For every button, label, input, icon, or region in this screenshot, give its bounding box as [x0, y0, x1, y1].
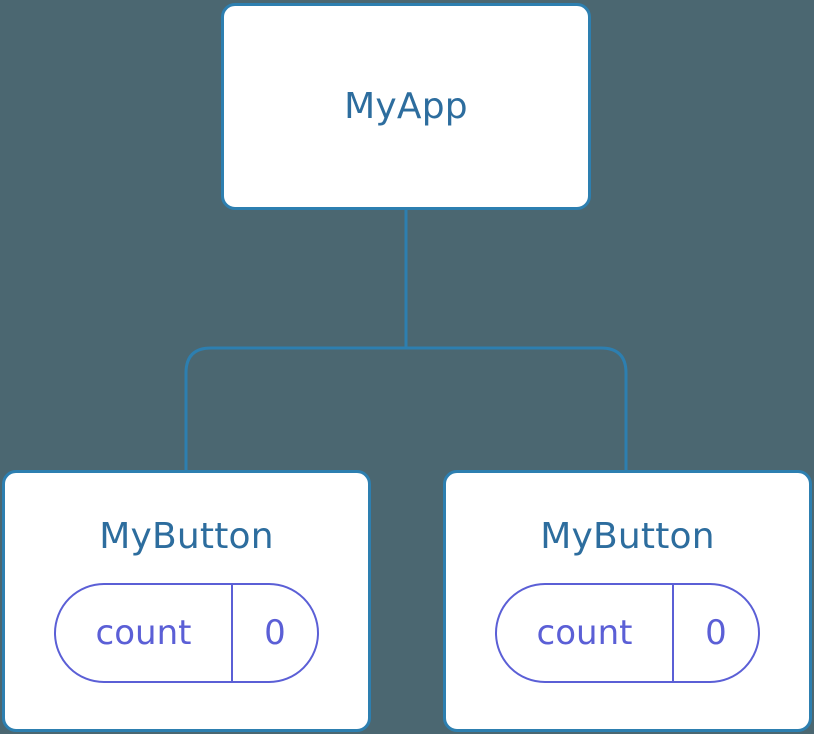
state-value: 0 [264, 613, 286, 653]
component-title: MyButton [99, 516, 274, 557]
edge-to-right-child [406, 346, 628, 472]
component-node-myapp[interactable]: MyApp [221, 3, 591, 210]
state-badge[interactable]: count 0 [54, 583, 319, 683]
component-node-mybutton-2[interactable]: MyButton count 0 [443, 470, 812, 732]
state-key: count [56, 585, 233, 681]
edge-to-left-child [184, 346, 406, 472]
component-node-mybutton-1[interactable]: MyButton count 0 [2, 470, 371, 732]
state-key: count [497, 585, 674, 681]
state-value: 0 [705, 613, 727, 653]
component-title: MyApp [344, 85, 468, 127]
state-badge[interactable]: count 0 [495, 583, 760, 683]
component-title: MyButton [540, 516, 715, 557]
